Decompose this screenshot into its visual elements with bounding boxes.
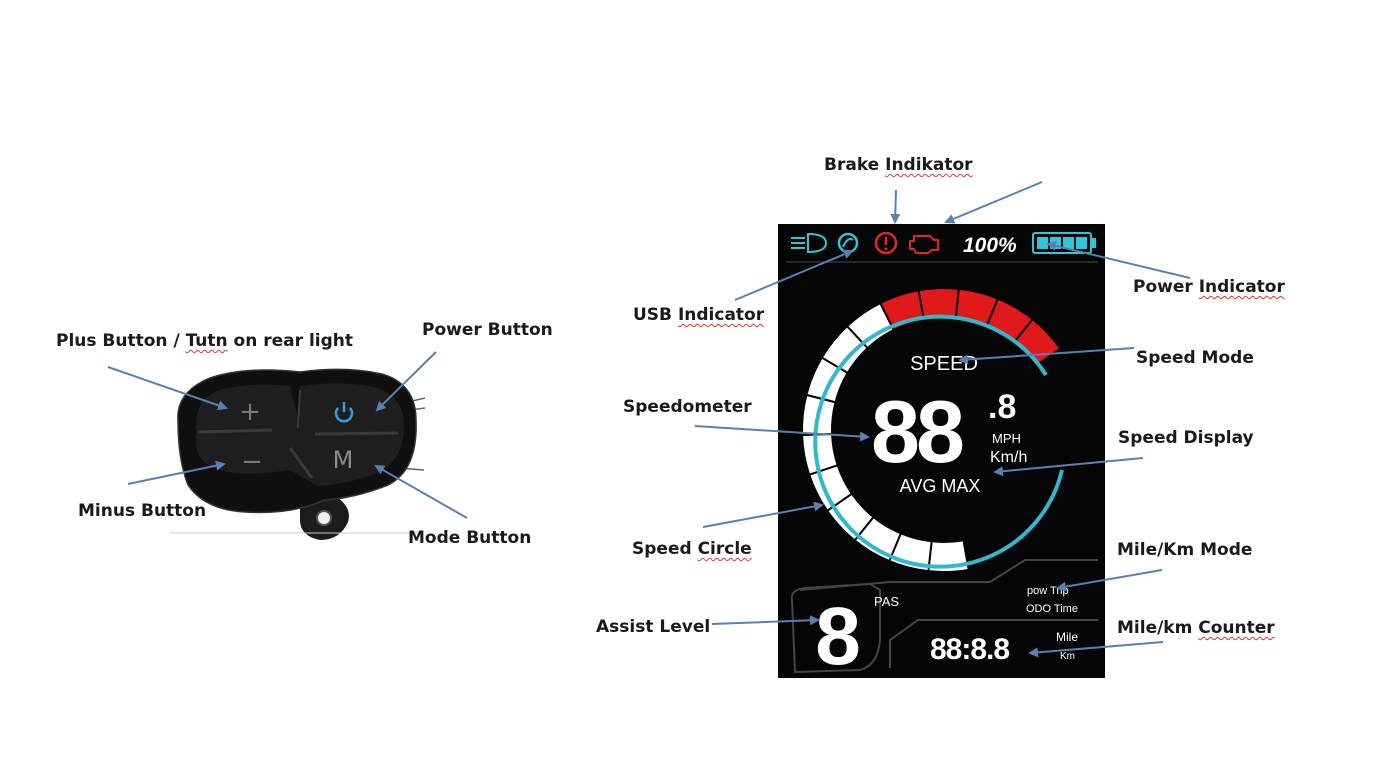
assist-frame <box>790 582 881 674</box>
arrow-speed-circle <box>702 501 824 528</box>
label-brake-b: Indikator <box>885 155 973 175</box>
label-counter-b: Counter <box>1198 618 1275 638</box>
label-speedometer: Speedometer <box>623 397 752 417</box>
arrow-power-indicator <box>1046 241 1191 279</box>
plus-symbol[interactable]: + <box>239 397 261 427</box>
avg-max: AVG MAX <box>900 476 981 496</box>
arrow-power <box>375 351 437 412</box>
label-plus-text-a: Plus Button / <box>56 331 186 351</box>
arrow-plus <box>107 366 228 411</box>
power-icon[interactable] <box>334 402 354 423</box>
speed-decimal: .8 <box>988 388 1016 426</box>
label-power-ind-a: Power <box>1133 277 1199 297</box>
label-mode-button: Mode Button <box>408 528 532 548</box>
label-minus-button: Minus Button <box>78 501 207 521</box>
label-power-indicator: Power Indicator <box>1133 277 1285 297</box>
brake-indicator-icon <box>874 231 898 255</box>
label-mile-km-counter: Mile/km Counter <box>1117 618 1275 638</box>
headlight-icon <box>791 232 828 254</box>
arrow-usb <box>734 249 854 301</box>
unit-mph: MPH <box>992 431 1021 446</box>
mode-row2: ODO Time <box>1026 603 1078 615</box>
motor-fault-icon <box>909 235 939 254</box>
arrow-mile-km-counter <box>1028 641 1164 658</box>
speed-circle <box>801 287 1062 573</box>
speed-digits: 88 <box>871 382 963 481</box>
arrow-speed-display <box>993 457 1144 477</box>
label-usb-b: Indicator <box>677 305 765 325</box>
unit-km: Km <box>1060 651 1075 662</box>
arrow-speed-mode <box>958 347 1135 365</box>
assist-digit: 8 <box>815 591 861 682</box>
minus-symbol[interactable]: − <box>241 447 263 477</box>
mode-symbol[interactable]: M <box>333 446 354 474</box>
battery-percent: 100% <box>963 234 1017 257</box>
arrow-mile-km-mode <box>1056 569 1163 592</box>
label-plus-text-c: on rear light <box>227 331 353 351</box>
label-usb-indicator: USB Indicator <box>633 305 764 325</box>
arrow-minus <box>127 460 226 485</box>
label-speed-circle-b: Circle <box>697 539 752 559</box>
counter-frame <box>889 619 1098 668</box>
label-speed-circle: Speed Circle <box>632 539 752 559</box>
label-speed-mode: Speed Mode <box>1136 348 1254 368</box>
speed-arc-accent <box>813 314 1064 569</box>
label-speed-circle-a: Speed <box>632 539 698 559</box>
counter-digits: 88:8.8 <box>930 633 1009 666</box>
label-plus-button: Plus Button / Tutn on rear light <box>56 331 353 351</box>
arrow-assist-level <box>711 615 820 626</box>
label-assist-level: Assist Level <box>596 617 711 637</box>
label-brake-indicator: Brake Indikator <box>824 155 973 175</box>
label-plus-text-b: Tutn <box>185 331 228 351</box>
arrow-speedometer <box>694 425 870 442</box>
arrow-brake <box>890 189 901 224</box>
unit-mile: Mile <box>1056 630 1078 644</box>
label-power-ind-b: Indicator <box>1198 277 1285 297</box>
pas-label: PAS <box>874 594 899 609</box>
arrow-brake-2 <box>944 181 1043 224</box>
arrow-mode <box>374 465 468 519</box>
label-usb-a: USB <box>633 305 678 325</box>
label-mile-km-mode: Mile/Km Mode <box>1117 540 1253 560</box>
label-power-button: Power Button <box>422 320 553 340</box>
label-speed-display: Speed Display <box>1118 428 1254 448</box>
label-counter-a: Mile/km <box>1117 618 1199 638</box>
label-brake-a: Brake <box>824 155 886 175</box>
unit-kmh: Km/h <box>990 449 1027 466</box>
